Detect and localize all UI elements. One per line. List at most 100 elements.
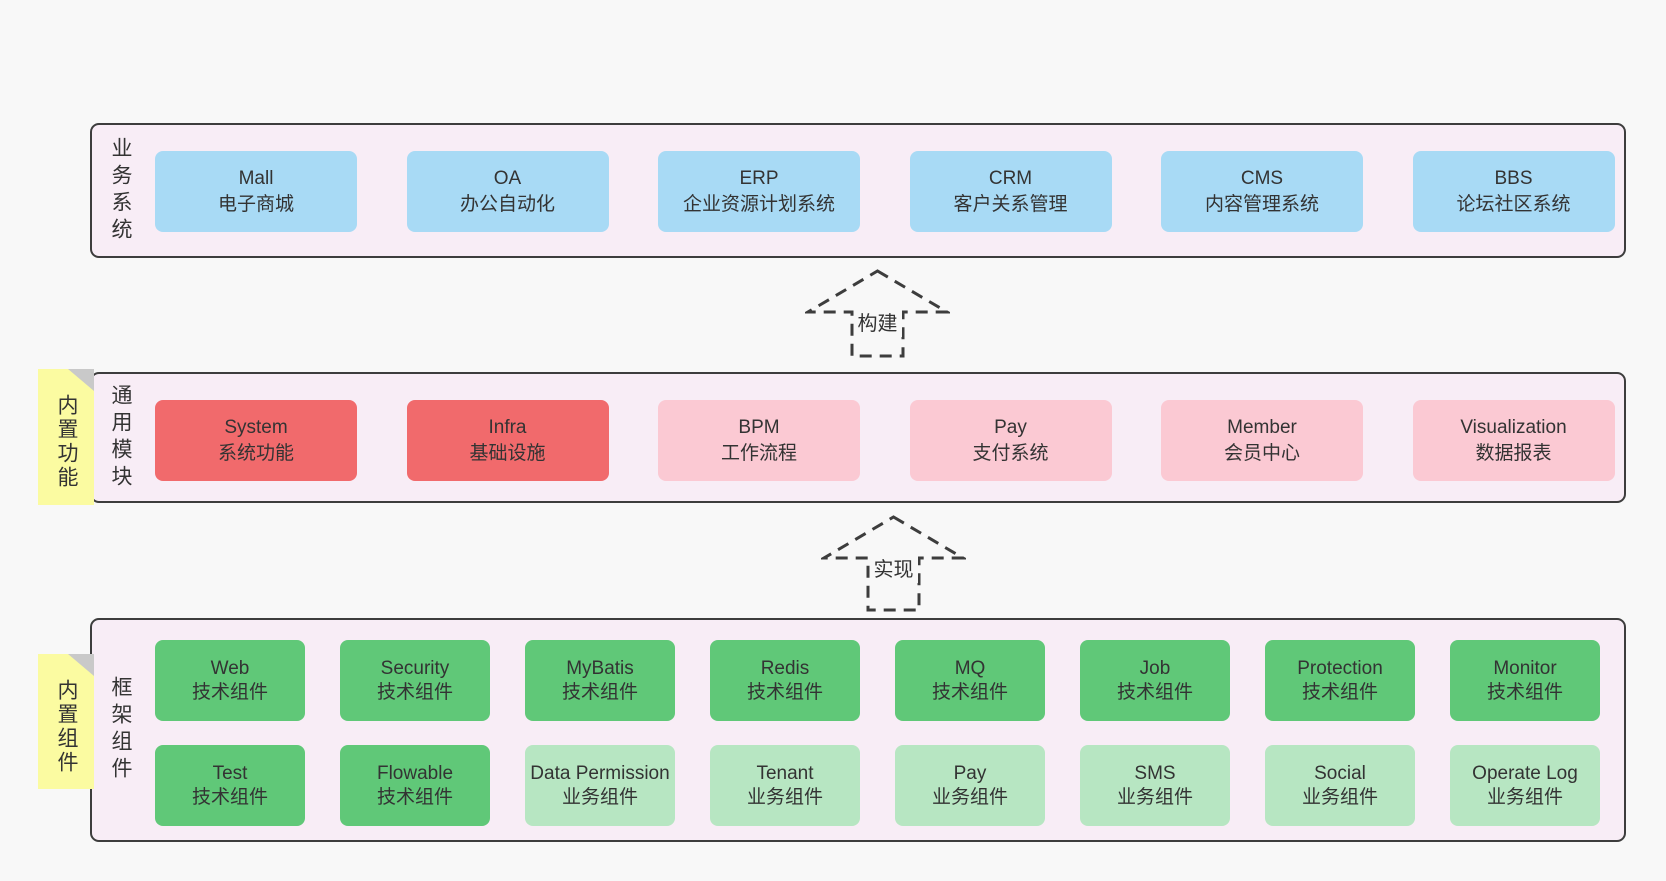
box-subtitle: 系统功能 [217, 442, 294, 464]
box-security: Security 技术组件 [340, 640, 490, 721]
box-title: ERP [739, 167, 779, 189]
box-title: Protection [1297, 657, 1383, 679]
box-title: Infra [488, 416, 527, 438]
box-subtitle: 业务组件 [1486, 786, 1563, 808]
box-title: System [224, 416, 288, 438]
box-subtitle: 工作流程 [720, 442, 797, 464]
tag-built-in-features: 内置功能 [38, 369, 94, 505]
box-pay-module: Pay 支付系统 [909, 400, 1112, 481]
fold-corner-icon [68, 654, 94, 676]
box-subtitle: 会员中心 [1223, 442, 1300, 464]
layer-label-framework-components: 框架组件 [109, 676, 132, 784]
arrow-up-icon [821, 515, 966, 612]
box-social: Social 业务组件 [1265, 745, 1415, 826]
box-sms: SMS 业务组件 [1080, 745, 1230, 826]
box-title: Mall [238, 167, 274, 189]
box-member: Member 会员中心 [1161, 400, 1363, 481]
box-title: OA [493, 167, 522, 189]
box-subtitle: 业务组件 [1301, 786, 1378, 808]
arrow-implement-label: 实现 [869, 552, 918, 583]
box-pay-component: Pay 业务组件 [895, 745, 1045, 826]
box-title: BPM [738, 416, 780, 438]
box-title: CMS [1240, 167, 1284, 189]
arrow-implement: 实现 [821, 515, 966, 612]
fold-corner-icon [68, 369, 94, 391]
box-subtitle: 技术组件 [1116, 681, 1193, 703]
box-subtitle: 企业资源计划系统 [682, 193, 835, 215]
arrow-build-label: 构建 [853, 306, 902, 337]
box-bbs: BBS 论坛社区系统 [1412, 151, 1615, 232]
box-subtitle: 办公自动化 [459, 193, 555, 215]
box-title: Visualization [1460, 416, 1567, 438]
box-title: Pay [953, 762, 987, 784]
tag-built-in-components: 内置组件 [38, 654, 94, 789]
box-subtitle: 技术组件 [1486, 681, 1563, 703]
box-title: Data Permission [530, 762, 670, 784]
layer-label-common-modules: 通用模块 [109, 383, 132, 492]
box-subtitle: 业务组件 [1116, 786, 1193, 808]
box-subtitle: 论坛社区系统 [1456, 193, 1571, 215]
box-mall: Mall 电子商城 [155, 151, 357, 232]
box-operate-log: Operate Log 业务组件 [1450, 745, 1600, 826]
box-title: Monitor [1493, 657, 1557, 679]
tag-built-in-features-label: 内置功能 [55, 394, 78, 491]
box-visualization: Visualization 数据报表 [1412, 400, 1615, 481]
box-subtitle: 技术组件 [376, 681, 453, 703]
tag-built-in-components-label: 内置组件 [55, 678, 78, 775]
box-infra: Infra 基础设施 [406, 400, 609, 481]
layer-framework-components: 框架组件 Web 技术组件 Security 技术组件 MyBatis 技术组件… [90, 618, 1626, 842]
box-title: SMS [1134, 762, 1176, 784]
box-subtitle: 业务组件 [746, 786, 823, 808]
box-title: Job [1139, 657, 1171, 679]
box-title: Web [210, 657, 250, 679]
box-crm: CRM 客户关系管理 [909, 151, 1112, 232]
box-job: Job 技术组件 [1080, 640, 1230, 721]
box-flowable: Flowable 技术组件 [340, 745, 490, 826]
arrow-up-icon [805, 269, 950, 358]
box-subtitle: 支付系统 [972, 442, 1049, 464]
box-mq: MQ 技术组件 [895, 640, 1045, 721]
box-subtitle: 数据报表 [1475, 442, 1552, 464]
box-cms: CMS 内容管理系统 [1161, 151, 1363, 232]
box-redis: Redis 技术组件 [710, 640, 860, 721]
box-tenant: Tenant 业务组件 [710, 745, 860, 826]
box-title: Security [380, 657, 450, 679]
arrow-build: 构建 [805, 269, 950, 358]
box-protection: Protection 技术组件 [1265, 640, 1415, 721]
box-title: BBS [1494, 167, 1533, 189]
box-subtitle: 技术组件 [191, 786, 268, 808]
box-mybatis: MyBatis 技术组件 [525, 640, 675, 721]
box-subtitle: 基础设施 [469, 442, 546, 464]
box-title: Flowable [376, 762, 454, 784]
box-title: MyBatis [566, 657, 634, 679]
box-subtitle: 技术组件 [1301, 681, 1378, 703]
box-subtitle: 电子商城 [217, 193, 294, 215]
box-subtitle: 技术组件 [376, 786, 453, 808]
layer-business-systems: 业务系统 Mall 电子商城 OA 办公自动化 ERP 企业资源计划系统 CRM… [90, 123, 1626, 258]
box-title: MQ [954, 657, 986, 679]
box-title: Operate Log [1472, 762, 1578, 784]
layer-common-modules: 通用模块 System 系统功能 Infra 基础设施 BPM 工作流程 Pay… [90, 372, 1626, 503]
box-subtitle: 技术组件 [746, 681, 823, 703]
box-subtitle: 内容管理系统 [1204, 193, 1319, 215]
box-web: Web 技术组件 [155, 640, 305, 721]
box-subtitle: 业务组件 [931, 786, 1008, 808]
box-title: Social [1314, 762, 1366, 784]
box-bpm: BPM 工作流程 [658, 400, 860, 481]
box-title: CRM [988, 167, 1033, 189]
box-subtitle: 技术组件 [561, 681, 638, 703]
box-system: System 系统功能 [155, 400, 357, 481]
box-subtitle: 业务组件 [561, 786, 638, 808]
box-title: Redis [760, 657, 810, 679]
box-data-permission: Data Permission 业务组件 [525, 745, 675, 826]
box-subtitle: 技术组件 [191, 681, 268, 703]
box-title: Pay [994, 416, 1027, 438]
box-subtitle: 技术组件 [931, 681, 1008, 703]
box-title: Tenant [756, 762, 814, 784]
box-title: Member [1227, 416, 1297, 438]
box-subtitle: 客户关系管理 [953, 193, 1068, 215]
layer-label-business-systems: 业务系统 [109, 136, 132, 245]
box-title: Test [212, 762, 248, 784]
box-oa: OA 办公自动化 [406, 151, 609, 232]
box-erp: ERP 企业资源计划系统 [658, 151, 860, 232]
